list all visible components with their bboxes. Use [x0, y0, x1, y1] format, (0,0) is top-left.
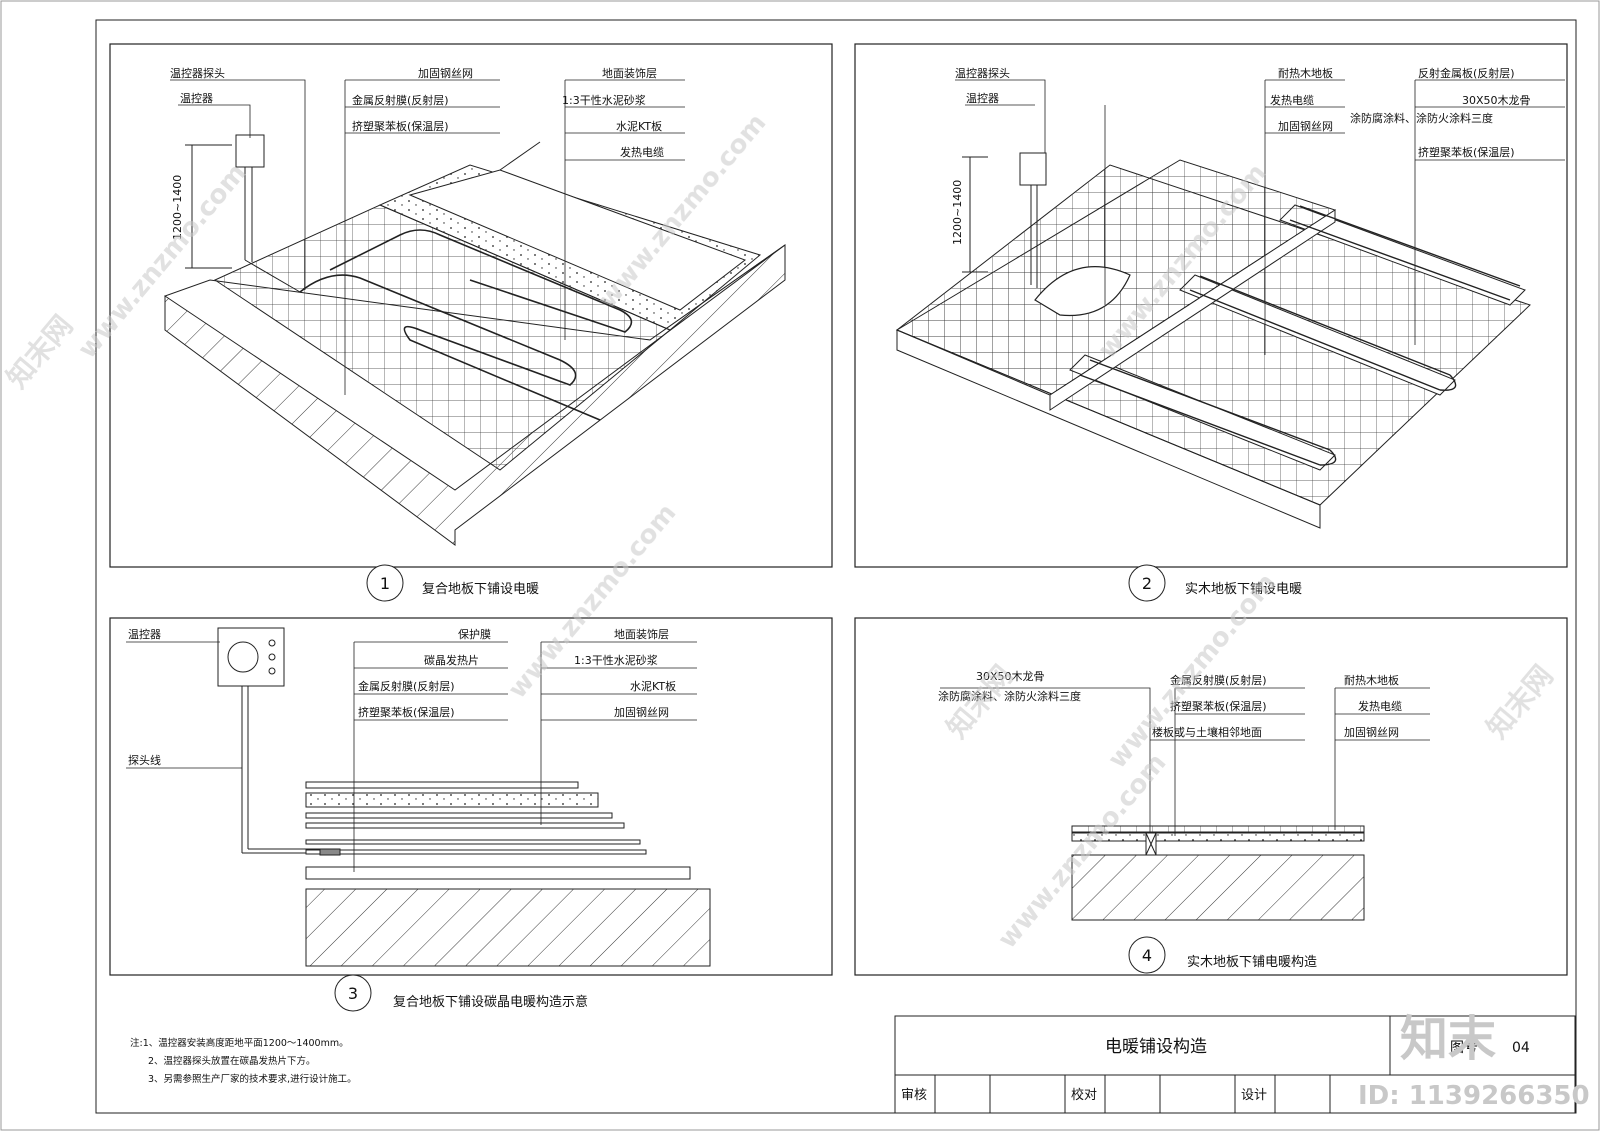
panel-2-label-joist: 30X50木龙骨: [1462, 94, 1531, 107]
panel-2-number-circle: [1128, 564, 1166, 602]
panel-3-concrete-slab: [305, 888, 711, 967]
watermark-site-6: www.znzmo.com: [1102, 568, 1282, 774]
panel-3-layer-mesh: [305, 849, 647, 855]
watermark-site-3: www.znzmo.com: [502, 498, 682, 704]
panel-3-border: [109, 617, 833, 976]
panel-3-label-reflective: 金属反射膜(反射层): [358, 679, 455, 693]
panel-4-number: 4: [1142, 946, 1152, 965]
panel-2-label-thermostat: 温控器: [966, 91, 999, 105]
review-label: 审核: [901, 1088, 927, 1103]
panel-1-caption: 复合地板下铺设电暖: [422, 582, 539, 597]
panel-1-border: [109, 43, 833, 568]
panel-2-caption: 实木地板下铺设电暖: [1185, 582, 1302, 597]
panel-4-label-mesh: 加固钢丝网: [1344, 726, 1399, 739]
note-line-1: 注:1、温控器安装高度距地平面1200～1400mm。: [130, 1037, 349, 1049]
panel-1-label-mortar: 1:3干性水泥砂浆: [562, 93, 646, 107]
panel-1-label-thermostat: 温控器: [180, 91, 213, 105]
panel-2-label-reflective: 反射金属板(反射层): [1418, 66, 1515, 80]
title-block: 电暖铺设构造 图号 04 审核 校对 设计: [894, 1015, 1576, 1114]
panel-1-thermostat: [235, 134, 265, 168]
panel-4-label-joist: 30X50木龙骨: [976, 670, 1045, 683]
panel-1-label-reflective: 金属反射膜(反射层): [352, 93, 449, 107]
watermark-logo: 知末: [1400, 1011, 1496, 1067]
notes-block: 注:1、温控器安装高度距地平面1200～1400mm。 2、温控器探头放置在碳晶…: [130, 1037, 357, 1085]
panel-1-label-cable: 发热电缆: [620, 145, 664, 159]
panel-2-number: 2: [1142, 574, 1152, 593]
panel-3-layer-insulation: [305, 866, 691, 880]
watermark-brand-3: 知末网: [1480, 659, 1559, 745]
panel-2-label-floor: 耐热木地板: [1278, 66, 1333, 80]
panel-3-layer-carbon: [305, 812, 613, 819]
panel-3-label-insulation: 挤塑聚苯板(保温层): [358, 705, 455, 719]
panel-4-caption: 实木地板下铺电暖构造: [1187, 955, 1317, 970]
panel-3-label-thermostat: 温控器: [128, 627, 161, 641]
panel-2-thermostat: [1019, 152, 1047, 186]
panel-4-label-cable: 发热电缆: [1358, 699, 1402, 713]
panel-4-label-floor: 耐热木地板: [1344, 673, 1399, 687]
panel-3-label-finish: 地面装饰层: [614, 627, 669, 641]
watermark-brand-1: 知末网: [0, 309, 79, 395]
panel-3: 温控器 探头线 保护膜 碳晶发热片 金属反射膜(反射层) 挤塑聚苯板(保温层) …: [109, 617, 833, 1012]
panel-1-height-dim: 1200~1400: [171, 175, 184, 240]
panel-3-number-circle: [334, 974, 372, 1012]
panel-1-label-insulation: 挤塑聚苯板(保温层): [352, 119, 449, 133]
note-line-3: 3、另需参照生产厂家的技术要求,进行设计施工。: [148, 1073, 357, 1085]
panel-2-heating-cable: [1079, 205, 1521, 466]
panel-1-label-mesh: 加固钢丝网: [418, 67, 473, 80]
panel-4: 30X50木龙骨 涂防腐涂料、涂防火涂料三度 金属反射膜(反射层) 挤塑聚苯板(…: [854, 617, 1568, 976]
panel-3-layer-kt: [305, 822, 625, 829]
panel-3-layer-finish: [305, 792, 599, 808]
panel-4-label-insulation: 挤塑聚苯板(保温层): [1170, 699, 1267, 713]
watermark-id: ID: 1139266350: [1358, 1081, 1590, 1111]
panel-3-label-kt-board: 水泥KT板: [630, 679, 676, 693]
panel-2-label-cable: 发热电缆: [1270, 93, 1314, 107]
panel-2-border: [854, 43, 1568, 568]
inner-frame: [95, 19, 1577, 1114]
panel-4-concrete-slab: [1071, 854, 1365, 921]
panel-2-label-coating: 涂防腐涂料、涂防火涂料三度: [1350, 111, 1493, 125]
sheet-title: 电暖铺设构造: [1105, 1037, 1207, 1057]
panel-4-wood-floor: [1071, 825, 1365, 833]
panel-1: 1200~1400 温控器探头 温控器 加固钢丝网 金属反射膜(反射层) 挤塑聚…: [109, 43, 833, 602]
panel-4-label-ground: 楼板或与土壤相邻地面: [1152, 725, 1262, 739]
panel-4-label-reflective: 金属反射膜(反射层): [1170, 673, 1267, 687]
check-label: 校对: [1071, 1087, 1097, 1103]
panel-2-label-probe: 温控器探头: [955, 66, 1010, 80]
watermark-site-5: www.znzmo.com: [992, 748, 1172, 954]
panel-4-label-coating: 涂防腐涂料、涂防火涂料三度: [938, 689, 1081, 703]
panel-1-label-kt-board: 水泥KT板: [616, 119, 662, 133]
panel-4-insulation: [1071, 832, 1365, 842]
panel-2-height-dim: 1200~1400: [951, 180, 964, 245]
panel-1-label-probe: 温控器探头: [170, 66, 225, 80]
panel-1-number-circle: [366, 564, 404, 602]
panel-3-label-probe-wire: 探头线: [128, 753, 161, 767]
drawing-no-label: 图号: [1450, 1040, 1478, 1056]
panel-2: 1200~1400 温控器探头 温控器 耐热木地板 发热电缆 加固钢丝网 反射金…: [854, 43, 1568, 602]
panel-3-label-mortar: 1:3干性水泥砂浆: [574, 653, 658, 667]
panel-2-label-insulation: 挤塑聚苯板(保温层): [1418, 145, 1515, 159]
drawing-no: 04: [1512, 1040, 1530, 1056]
panel-1-label-finish: 地面装饰层: [602, 66, 657, 80]
panel-3-label-carbon: 碳晶发热片: [424, 653, 479, 667]
panel-3-layer-reflective: [305, 839, 641, 845]
panel-1-number: 1: [380, 574, 390, 593]
panel-3-layer-film: [305, 781, 579, 789]
note-line-2: 2、温控器探头放置在碳晶发热片下方。: [148, 1055, 316, 1067]
panel-4-number-circle: [1128, 936, 1166, 974]
panel-2-label-mesh: 加固钢丝网: [1278, 120, 1333, 133]
panel-3-label-mesh: 加固钢丝网: [614, 706, 669, 719]
panel-3-number: 3: [348, 984, 358, 1003]
panel-3-caption: 复合地板下铺设碳晶电暖构造示意: [393, 994, 588, 1010]
panel-1-heating-cable: [299, 229, 633, 421]
design-label: 设计: [1241, 1088, 1267, 1103]
panel-3-label-film: 保护膜: [458, 627, 491, 641]
panel-1-finish-layer: [408, 169, 747, 311]
panel-4-border: [854, 617, 1568, 976]
